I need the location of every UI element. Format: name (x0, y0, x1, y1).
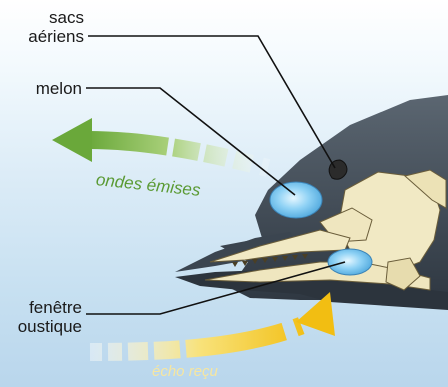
melon-label-text: melon (10, 79, 82, 98)
air-sacs-label-line1: sacs (10, 8, 84, 27)
air-sacs-label: sacs aériens (10, 8, 84, 46)
melon-organ (270, 182, 322, 218)
acoustic-window-label-line2: oustique (0, 317, 82, 336)
acoustic-window-label-line1: fenêtre (0, 298, 82, 317)
acoustic-window-label: fenêtre oustique (0, 298, 82, 336)
acoustic-window-organ (328, 249, 372, 275)
air-sacs-label-line2: aériens (10, 27, 84, 46)
received-echo-arrow (90, 292, 335, 352)
melon-label: melon (10, 79, 82, 98)
received-echo-label: écho reçu (152, 363, 218, 380)
emitted-waves-arrow (52, 118, 268, 168)
